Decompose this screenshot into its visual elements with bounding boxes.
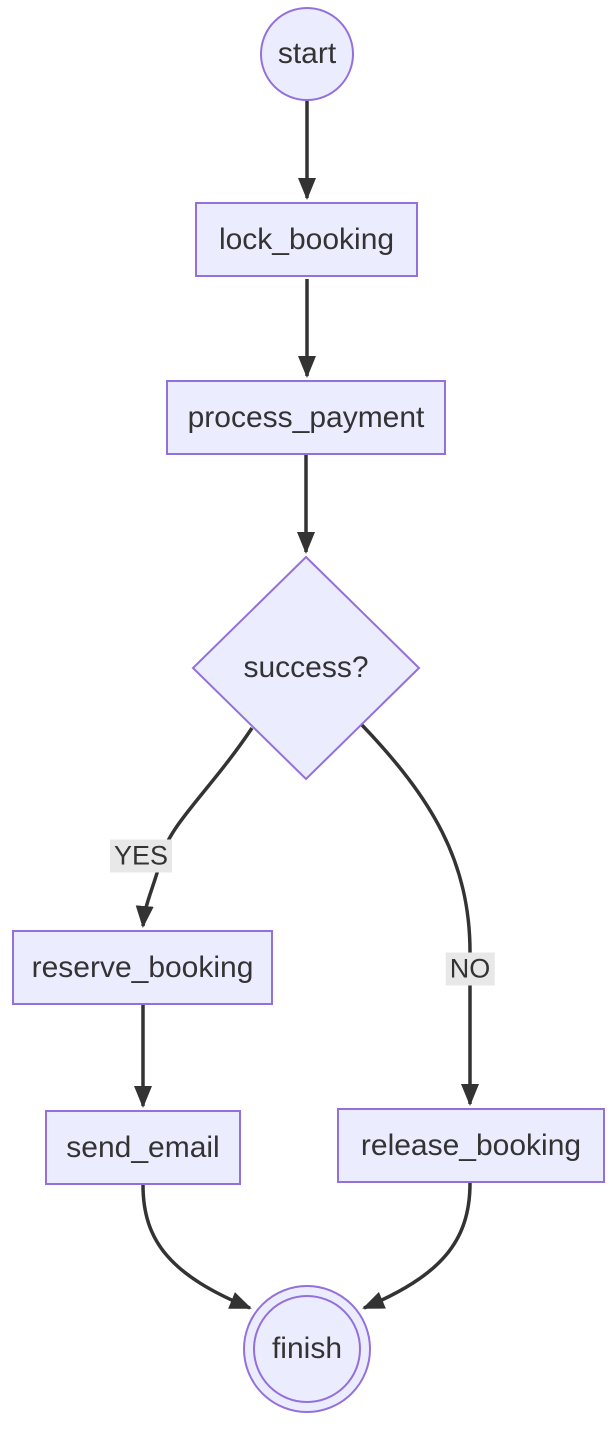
- decision-node-success-shape: [191, 555, 421, 781]
- process-payment-node: process_payment: [166, 380, 446, 455]
- reserve-booking-node: reserve_booking: [12, 930, 273, 1005]
- finish-node: finish: [243, 1285, 371, 1413]
- edge-send-email-to-finish: [141, 1184, 252, 1310]
- release-booking-node-label: release_booking: [360, 1128, 582, 1162]
- edge-label-no: NO: [445, 952, 495, 986]
- edge-release-booking-to-finish: [362, 1182, 472, 1310]
- start-node-label: start: [277, 37, 337, 70]
- send-email-node: send_email: [45, 1110, 241, 1185]
- lock-booking-node: lock_booking: [195, 202, 418, 277]
- lock-booking-node-label: lock_booking: [218, 222, 395, 256]
- reserve-booking-node-label: reserve_booking: [31, 950, 254, 984]
- edge-success-to-reserve-booking-yes: [135, 727, 254, 928]
- edge-success-to-release-booking-no: [359, 722, 479, 1106]
- success-node-label: success?: [243, 651, 369, 684]
- finish-node-label: finish: [271, 1332, 343, 1365]
- start-node: start: [260, 7, 354, 101]
- release-booking-node: release_booking: [337, 1108, 605, 1183]
- edge-label-yes: YES: [109, 839, 173, 873]
- send-email-node-label: send_email: [66, 1130, 220, 1164]
- process-payment-node-label: process_payment: [187, 400, 425, 434]
